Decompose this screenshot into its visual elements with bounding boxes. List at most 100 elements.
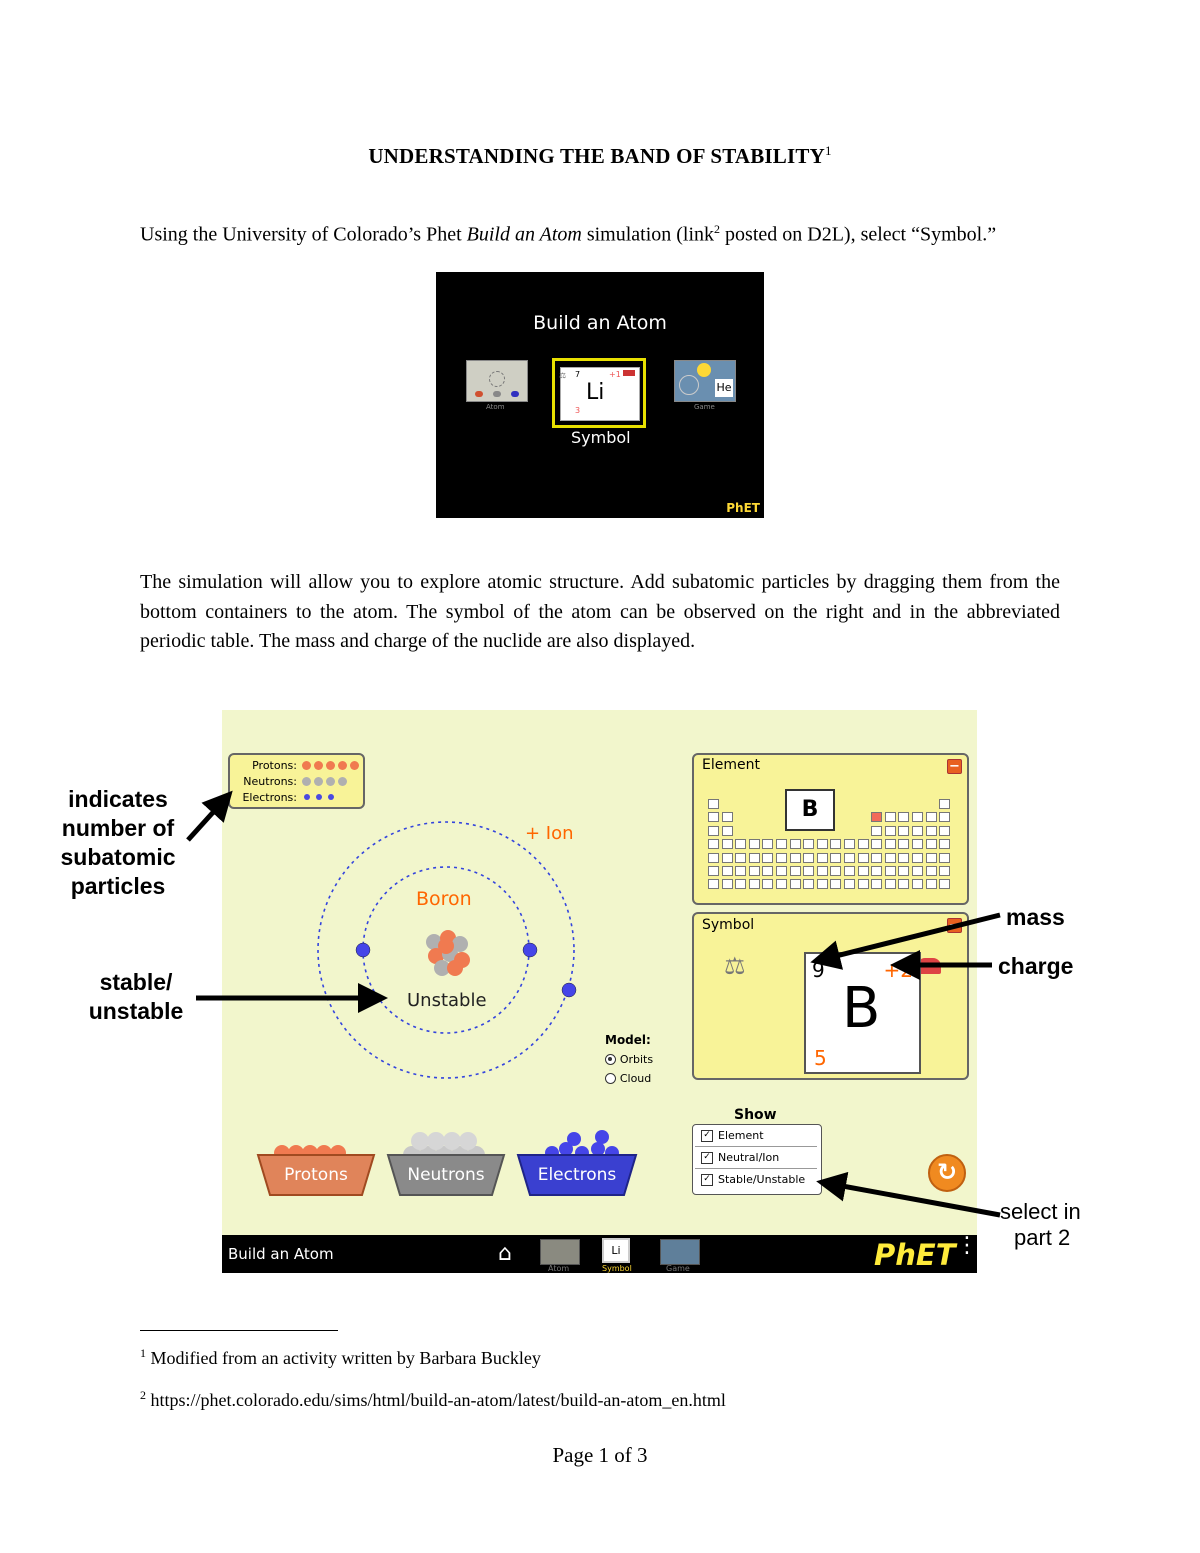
proton-dot [314,761,323,770]
simulation-screenshot: Protons: Neutrons: Electrons: [222,710,978,1273]
periodic-table-cell [721,825,733,836]
atom-tab[interactable] [540,1239,580,1265]
periodic-table-cell [912,825,923,836]
check-icon[interactable]: ✓ [701,1152,713,1164]
periodic-table-cell [898,825,910,836]
show-stable-unstable-checkbox[interactable]: ✓ Stable/Unstable [701,1173,805,1186]
periodic-table-cell [789,852,801,863]
periodic-table-cell [789,866,801,876]
periodic-table-cell [762,866,774,876]
periodic-table-cell [844,839,855,850]
neutrons-count-label: Neutrons: [243,775,297,788]
electron-dot [304,794,310,800]
periodic-table-cell [776,879,787,890]
periodic-table-cell [721,866,733,876]
neutron-dot [314,777,323,786]
periodic-table-cell [939,839,951,850]
show-element-checkbox[interactable]: ✓Element [701,1129,764,1142]
atomic-number: 5 [814,1046,827,1070]
periodic-table-cell [871,879,883,890]
periodic-table [708,799,958,899]
home-icon[interactable]: ⌂ [498,1241,512,1266]
model-option-orbits[interactable]: Orbits [605,1052,653,1066]
periodic-table-cell [884,839,896,850]
periodic-table-cell [816,866,828,876]
game-tab[interactable] [660,1239,700,1265]
periodic-table-cell [898,812,910,823]
periodic-table-cell [803,866,815,876]
periodic-table-cell [939,812,951,823]
proton-dot [338,761,347,770]
periodic-table-cell [816,852,828,863]
proton-dot [350,761,359,770]
periodic-table-cell [884,812,896,823]
periodic-table-cell [776,852,787,863]
phet-logo[interactable]: PhET [874,1238,956,1272]
periodic-table-cell [708,799,719,809]
atom-tab-label: Atom [548,1264,570,1273]
periodic-table-cell [708,825,719,836]
periodic-table-cell [789,839,801,850]
check-icon[interactable]: ✓ [701,1130,713,1142]
protons-count-label: Protons: [252,759,297,772]
periodic-table-cell [884,825,896,836]
periodic-table-cell [803,852,815,863]
check-icon[interactable]: ✓ [701,1174,713,1186]
collapse-element-button[interactable]: − [947,759,962,774]
electrons-bucket[interactable]: Electrons [530,1165,624,1185]
symbol-screen-thumbnail[interactable]: ⚖ 7 +1 Li 3 [552,358,646,428]
symbol-screen-label: Symbol [571,428,631,447]
model-option-cloud[interactable]: Cloud [605,1071,653,1085]
atom-screen-thumbnail[interactable] [466,360,528,402]
element-symbol-box: B [785,789,835,831]
periodic-table-cell [912,839,923,850]
page-number: Page 1 of 3 [552,1443,648,1467]
model-selector: Model: Orbits Cloud [605,1033,653,1085]
periodic-table-cell [939,879,951,890]
periodic-table-cell [762,852,774,863]
phet-logo[interactable]: PhET [726,501,760,515]
radio-icon[interactable] [605,1073,616,1084]
electron [355,942,371,958]
periodic-table-cell [844,852,855,863]
neutrons-bucket[interactable]: Neutrons [400,1165,492,1185]
bucket-label: Neutrons [407,1165,485,1185]
sim-title: Build an Atom [228,1245,334,1263]
periodic-table-cell [721,812,733,823]
checkbox-label: Stable/Unstable [718,1173,806,1186]
radio-selected-icon[interactable] [605,1054,616,1065]
periodic-table-cell [898,866,910,876]
periodic-table-cell [857,866,869,876]
periodic-table-cell [816,839,828,850]
annotation-select: select in part 2 [1000,1199,1081,1250]
periodic-table-cell [939,852,951,863]
show-checkbox-group: ✓Element ✓Neutral/Ion ✓ Stable/Unstable [692,1124,822,1195]
periodic-table-cell [803,879,815,890]
arrow-select [816,1171,1001,1218]
electron [561,982,577,998]
neutron-dot [302,777,311,786]
show-neutral-ion-checkbox[interactable]: ✓Neutral/Ion [701,1151,779,1164]
option-label: Cloud [619,1072,652,1085]
periodic-table-cell [871,839,883,850]
scale-icon: ⚖ [724,952,746,980]
periodic-table-cell [776,866,787,876]
periodic-table-cell [830,852,842,863]
protons-bucket[interactable]: Protons [270,1165,362,1185]
game-tab-label: Game [666,1264,690,1273]
model-title: Model: [605,1033,651,1047]
periodic-table-cell [871,825,883,836]
periodic-table-cell [830,879,842,890]
periodic-table-cell [830,839,842,850]
reset-button[interactable]: ↻ [928,1154,966,1192]
periodic-table-cell [912,812,923,823]
game-screen-thumbnail[interactable]: He [674,360,736,402]
particle-count-panel: Protons: Neutrons: Electrons: [228,753,365,809]
periodic-table-cell [925,879,937,890]
symbol-tab-label: Symbol [602,1264,632,1273]
periodic-table-cell [925,852,937,863]
periodic-table-cell [721,852,733,863]
periodic-table-cell [898,839,910,850]
symbol-tab[interactable]: Li [602,1238,630,1263]
